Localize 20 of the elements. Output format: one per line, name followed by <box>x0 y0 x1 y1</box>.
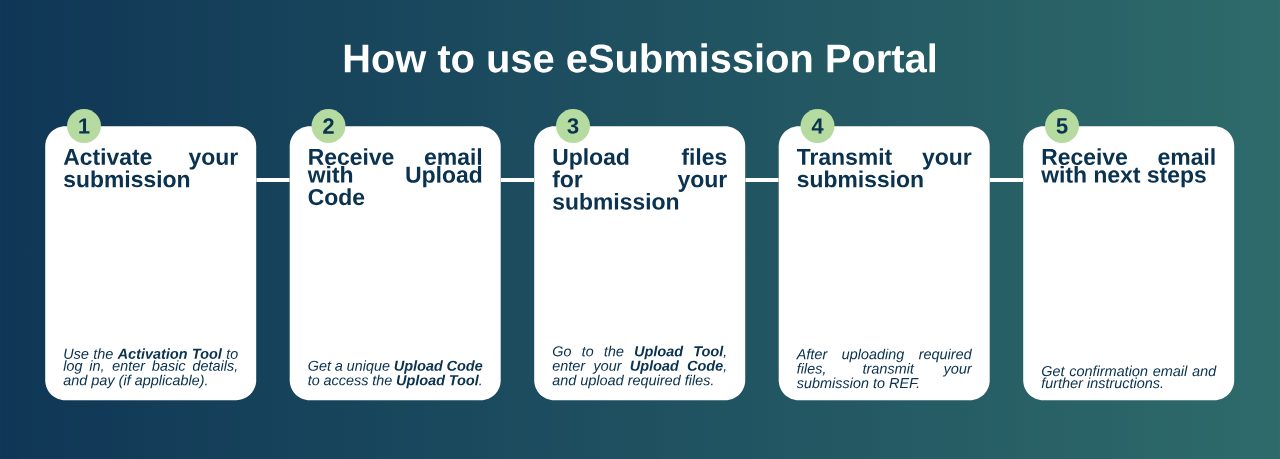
title: How to use eSubmission Portal <box>344 43 935 73</box>
step-heading: Receive email with Upload Code <box>307 148 482 206</box>
step-heading: Transmit your submission <box>796 148 972 188</box>
step-description: Get a unique Upload Code to access the Upload Tool. <box>308 360 483 389</box>
step-heading: Receive email with next steps <box>1041 148 1215 188</box>
step-number-badge: 4 <box>800 109 835 143</box>
step-description: Use the Activation Tool to log in, enter basic details, and pay (if applicable). <box>63 348 238 389</box>
step-number-badge: 2 <box>311 109 346 143</box>
step-heading: Activate your submission <box>63 148 238 188</box>
connector-line <box>256 178 290 182</box>
connector-line <box>745 178 779 182</box>
step-description: Get confirmation email and further instructions. <box>1041 365 1217 389</box>
step-heading: Upload files for your submission <box>552 148 727 210</box>
step-description: After uploading required files, transmit your submission to REF. <box>796 348 973 389</box>
connector-line <box>989 178 1023 182</box>
step-description: Go to the Upload Tool, enter your Upload Code, and upload required files. <box>552 345 726 389</box>
step-number-badge: 1 <box>67 109 101 143</box>
step-number-badge: 3 <box>556 109 590 143</box>
connector-line <box>500 178 534 182</box>
step-number-badge: 5 <box>1045 109 1079 143</box>
